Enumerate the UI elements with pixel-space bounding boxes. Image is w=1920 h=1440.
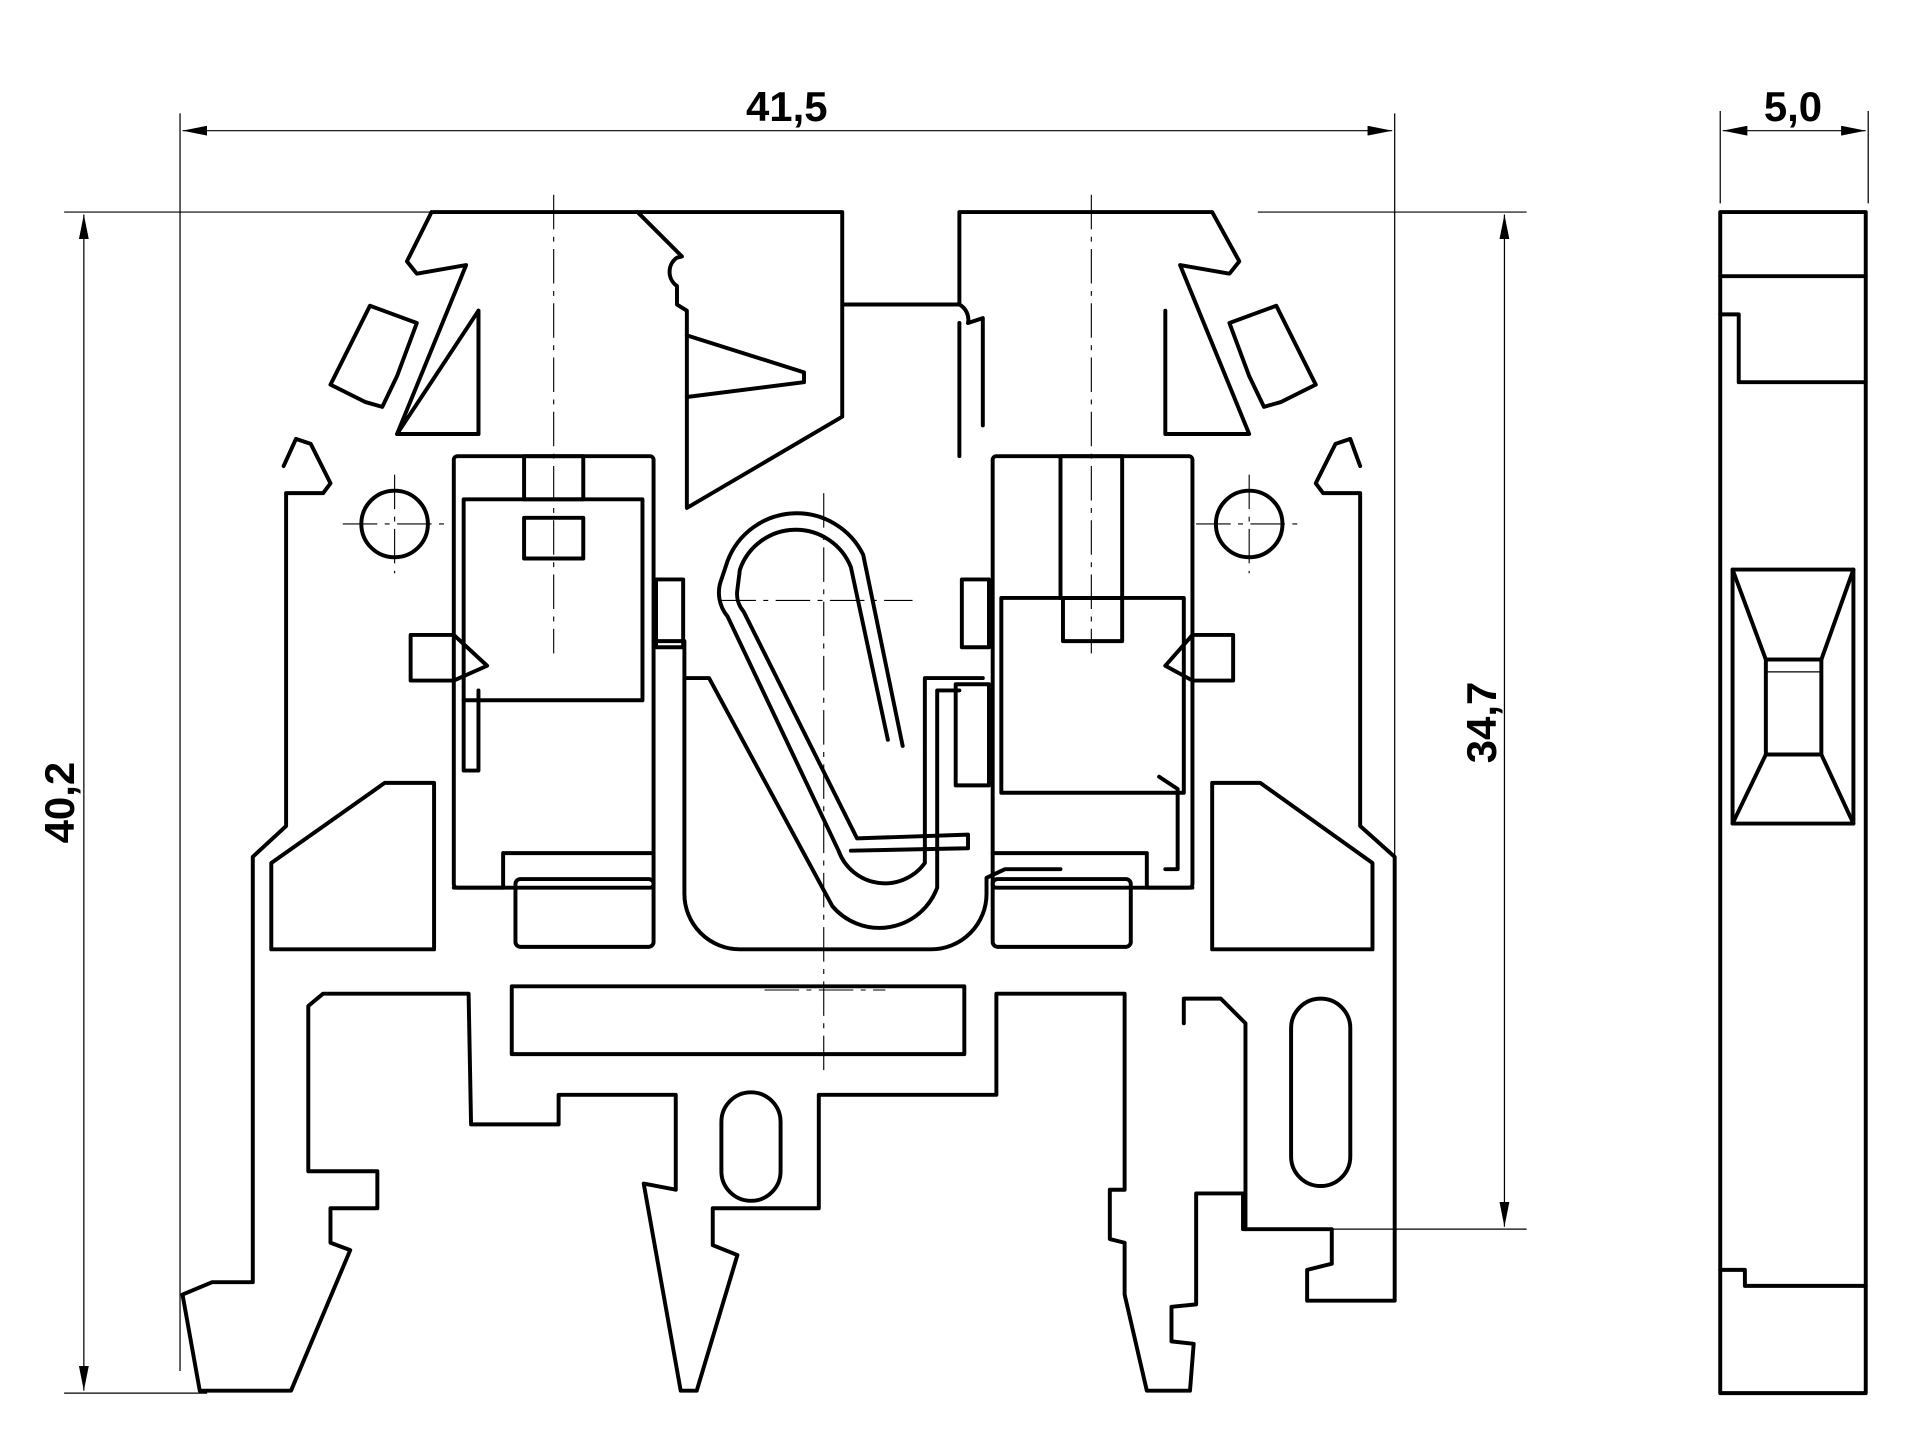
left-housing-top [395,210,962,510]
left-clamp-body [461,497,645,703]
busbar-left-tab [654,577,686,650]
spring-loop [716,511,985,886]
left-clamp [408,454,656,890]
side-step [1718,312,1868,385]
right-clamp-tongue [1157,774,1180,872]
oval-hole-center [719,1090,783,1203]
left-latch-tab [328,303,481,436]
dimension-label-height-total: 40,2 [36,762,83,844]
side-outline [1718,210,1868,1396]
dimension-height-total: 40,2 [36,211,435,1394]
right-clamp-body [999,595,1186,795]
right-clamp [990,454,1236,890]
busbar-right-leg [953,682,991,788]
side-bottom-step [1718,1267,1868,1288]
busbar-right-tab [959,577,991,650]
oval-hole-right [1289,996,1353,1188]
right-clamp-frame [990,454,1195,890]
left-clamp-screw [522,515,586,561]
left-wedge [684,333,806,399]
slot-left [513,877,656,949]
center-recess [682,676,1063,952]
right-latch-tab [1227,303,1318,409]
right-clamp-screw [1060,595,1125,644]
pocket-left [269,780,437,952]
housing-outline [180,436,1397,1393]
left-wire-entry [408,632,490,683]
side-funnel-throat [1763,657,1824,757]
label-slot [509,984,967,1057]
dimension-width: 41,5 [179,83,1396,1371]
right-wire-entry [1163,632,1236,683]
dimension-label-thickness: 5,0 [1764,83,1822,130]
dimension-height-above-rail: 34,7 [1257,211,1527,1230]
side-funnel [1730,567,1856,826]
right-housing-top [957,210,1252,459]
spring-inner [735,527,970,853]
spring-clip [651,511,991,930]
left-clamp-screw-head [522,454,586,502]
left-clamp-tongue [461,688,481,773]
mounting-hole-left [359,488,430,560]
side-view [1718,210,1868,1396]
dimension-thickness: 5,0 [1719,83,1869,204]
slot-right [990,877,1133,949]
busbar-left [651,639,962,930]
mounting-hole-right [1213,488,1285,560]
left-clamp-base [451,851,656,890]
pocket-right [1210,780,1375,952]
right-clamp-base [990,851,1195,890]
dimension-label-height-above-rail: 34,7 [1458,682,1505,764]
front-view [180,194,1397,1393]
dimension-label-width: 41,5 [746,83,828,130]
right-foot-slit [1181,996,1248,1232]
